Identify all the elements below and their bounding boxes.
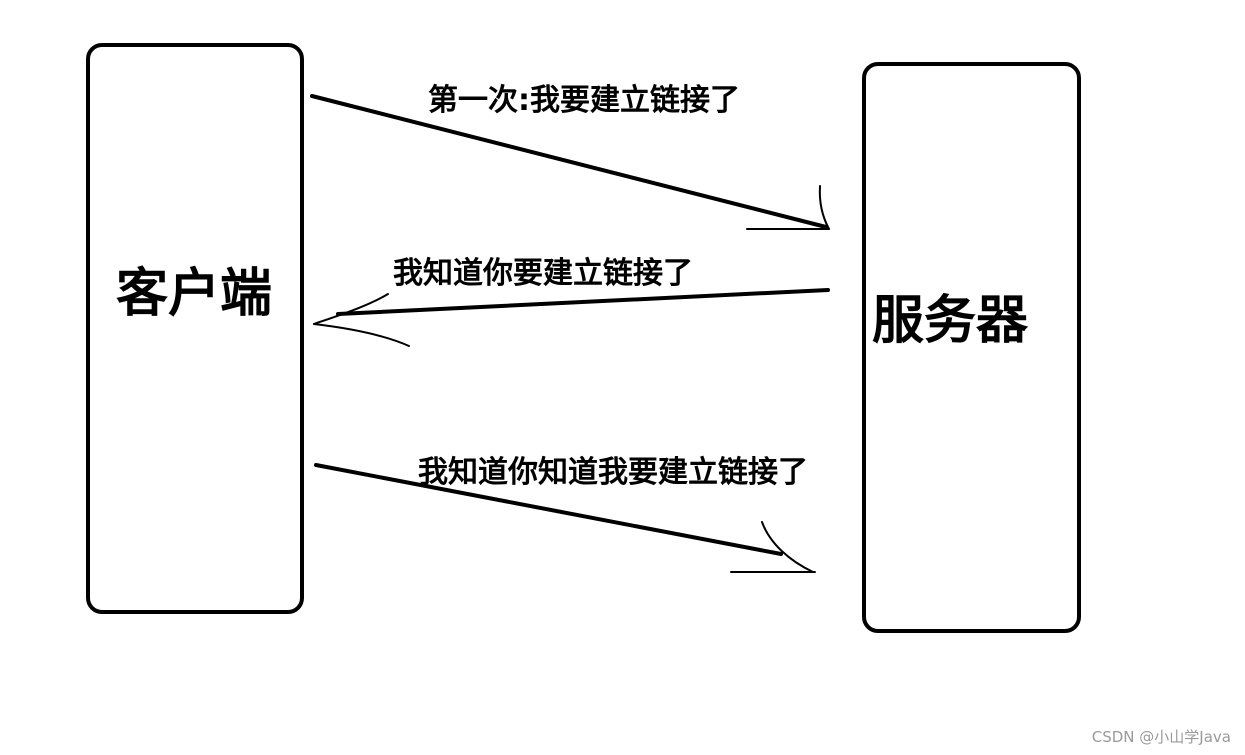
watermark-text: CSDN @小山学Java [1091,728,1231,746]
message-1-label: 第一次:我要建立链接了 [428,83,740,118]
server-label: 服务器 [872,291,1029,351]
message-3-label: 我知道你知道我要建立链接了 [418,455,808,490]
client-box [86,43,304,614]
client-label: 客户端 [116,264,273,324]
arrow-1-client-to-server [310,94,830,230]
arrow-2-server-to-client [313,288,830,347]
message-2-label: 我知道你要建立链接了 [393,256,693,291]
server-box [862,62,1081,633]
arrow-3-client-to-server [314,463,816,573]
